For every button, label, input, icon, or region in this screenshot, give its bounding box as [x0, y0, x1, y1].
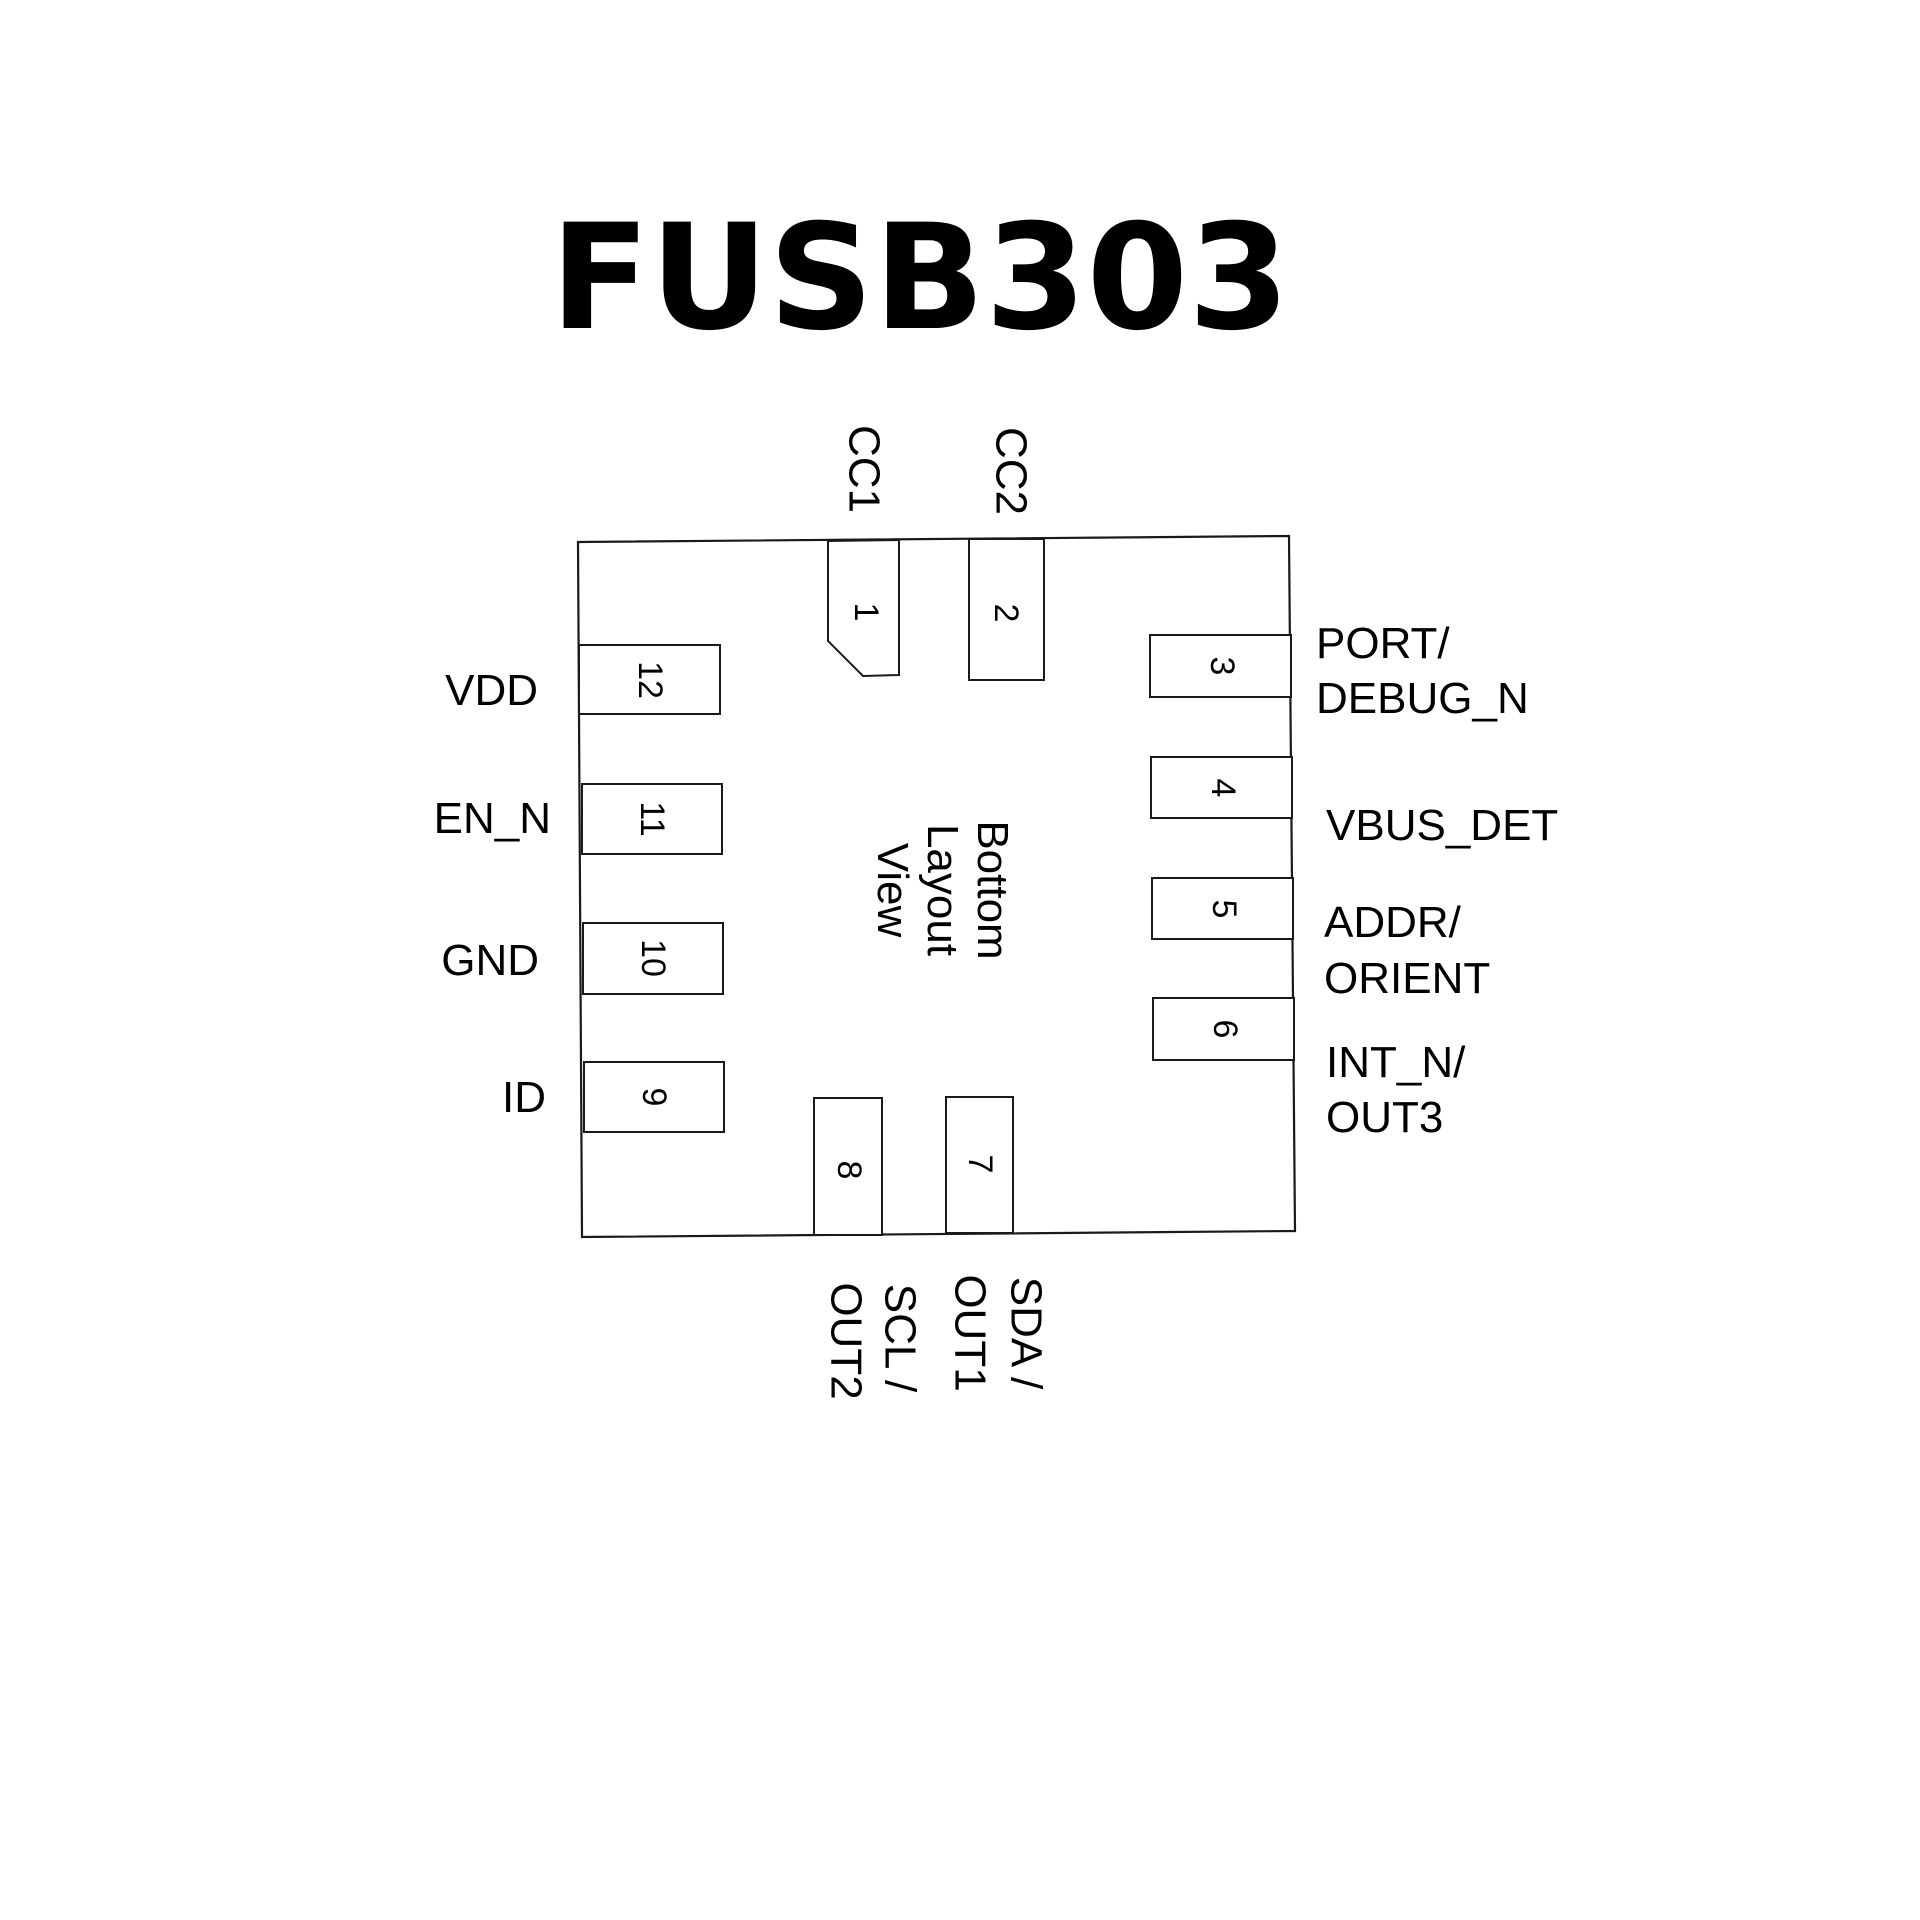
pin-7-label: SDA / OUT1 — [946, 1274, 1051, 1391]
pin-2-label: CC2 — [987, 427, 1036, 515]
pin-7-label-line-2: OUT1 — [946, 1274, 995, 1391]
chip-title: FUSB303 — [550, 193, 1289, 363]
pin-12-number: 12 — [631, 661, 669, 699]
view-label: Bottom Layout View — [868, 820, 1017, 959]
pin-10-pad — [582, 922, 724, 995]
pin-12: 12 — [578, 644, 721, 715]
pin-11-pad — [581, 783, 723, 855]
pin-2-pad — [968, 538, 1045, 681]
pin-1-number: 1 — [847, 603, 885, 622]
package-outline — [576, 534, 1297, 1239]
pin-3-label-line-2: DEBUG_N — [1316, 674, 1529, 723]
pin-8-pad — [813, 1097, 883, 1236]
view-label-line-2: Layout — [918, 824, 967, 956]
pin-6-label-line-2: OUT3 — [1326, 1093, 1443, 1142]
pin-9-label-line-1: ID — [502, 1073, 546, 1122]
pin-7-label-line-1: SDA / — [1002, 1277, 1051, 1390]
pin-11-number: 11 — [633, 801, 671, 836]
pin-12-pad — [578, 644, 721, 715]
pin-1-label: CC1 — [840, 425, 889, 513]
pin-4-number: 4 — [1204, 779, 1242, 798]
pin-6: 6 — [1152, 997, 1295, 1061]
pin-9-number: 9 — [635, 1088, 673, 1107]
pin-1-label-line-1: CC1 — [840, 425, 889, 513]
pin-2: 2 — [968, 538, 1045, 681]
pin-1-pad — [827, 538, 900, 678]
pin-7-number: 7 — [961, 1155, 999, 1174]
pin-8: 8 — [813, 1097, 883, 1236]
pin-5-number: 5 — [1205, 900, 1243, 919]
pin-9-pad — [583, 1061, 725, 1133]
pin-7-pad — [945, 1096, 1014, 1234]
pin-10-number: 10 — [634, 939, 672, 977]
pin-5-label-line-1: ADDR/ — [1324, 898, 1462, 947]
pin-5: 5 — [1151, 877, 1294, 940]
pin-3-number: 3 — [1203, 657, 1241, 676]
pin-4-pad — [1150, 756, 1293, 819]
pin-2-label-line-1: CC2 — [987, 427, 1036, 515]
pin-4-label-line-1: VBUS_DET — [1326, 801, 1558, 850]
pin-1: 1 — [827, 538, 900, 678]
pin-6-number: 6 — [1206, 1020, 1244, 1039]
pin-6-pad — [1152, 997, 1295, 1061]
pin-9: 9 — [583, 1061, 725, 1133]
pin-5-pad — [1151, 877, 1294, 940]
pin-8-number: 8 — [830, 1161, 868, 1180]
pin-12-label-line-1: VDD — [445, 666, 538, 715]
pin-5-label-line-2: ORIENT — [1324, 954, 1490, 1003]
pin-3: 3 — [1149, 634, 1292, 698]
pin-10: 10 — [582, 922, 724, 995]
pin-8-label-line-1: SCL / — [876, 1284, 925, 1393]
pin-8-label: SCL / OUT2 — [822, 1282, 925, 1399]
view-label-line-1: Bottom — [968, 820, 1017, 959]
pin-4: 4 — [1150, 756, 1293, 819]
pin-3-label-line-1: PORT/ — [1316, 619, 1450, 668]
view-label-line-3: View — [868, 843, 917, 938]
pin-3-pad — [1149, 634, 1292, 698]
pin-11: 11 — [581, 783, 723, 855]
pin-7: 7 — [945, 1096, 1014, 1234]
pin-10-label-line-1: GND — [441, 936, 539, 985]
pin-8-label-line-2: OUT2 — [822, 1282, 871, 1399]
pin-6-label-line-1: INT_N/ — [1326, 1038, 1466, 1087]
pin-11-label-line-1: EN_N — [434, 794, 551, 843]
pin-2-number: 2 — [987, 604, 1025, 623]
